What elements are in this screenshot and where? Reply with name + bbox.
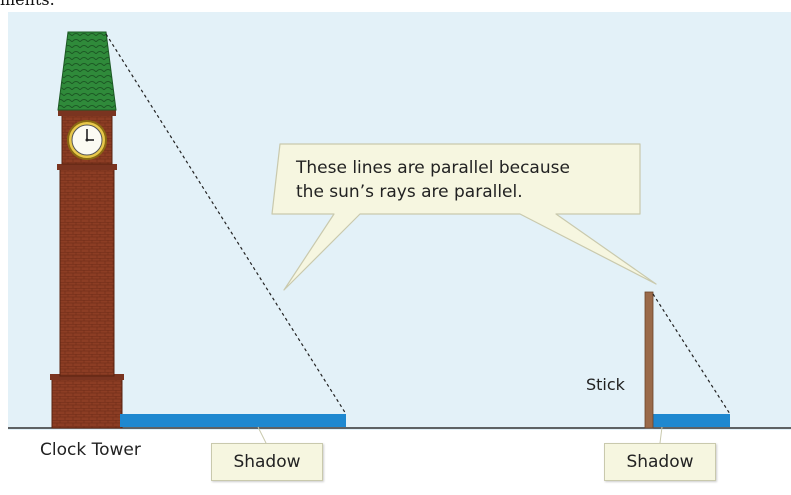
tower-shadow-label: Shadow <box>211 443 323 481</box>
tower-shadow <box>120 414 346 427</box>
shadow-tag-2-leader <box>659 426 663 444</box>
callout-line-2: the sun’s rays are parallel. <box>296 182 523 202</box>
tower-cornice <box>57 164 117 170</box>
stick-shadow-label: Shadow <box>604 443 716 481</box>
callout-line-1: These lines are parallel because <box>296 158 570 178</box>
callout-text: These lines are parallel because the sun… <box>296 156 626 204</box>
tower-base-cap <box>50 374 124 380</box>
shadow-tag-1-leader <box>257 426 267 444</box>
stick <box>644 291 654 429</box>
sky-background <box>8 12 791 430</box>
clock-housing-cap <box>58 110 116 116</box>
cropped-text-fragment: ments. <box>0 0 55 9</box>
callout-bubble <box>271 143 657 291</box>
tower-roof <box>57 31 117 111</box>
clock-tower <box>50 31 124 429</box>
top-white-strip <box>0 0 350 12</box>
tower-sun-ray <box>105 33 347 415</box>
clock-tower-label: Clock Tower <box>40 440 141 460</box>
clock-icon <box>67 120 107 160</box>
stick-shadow <box>652 414 730 427</box>
stick-label: Stick <box>586 375 625 394</box>
tower-base <box>51 377 123 429</box>
tower-shaft <box>59 167 115 377</box>
